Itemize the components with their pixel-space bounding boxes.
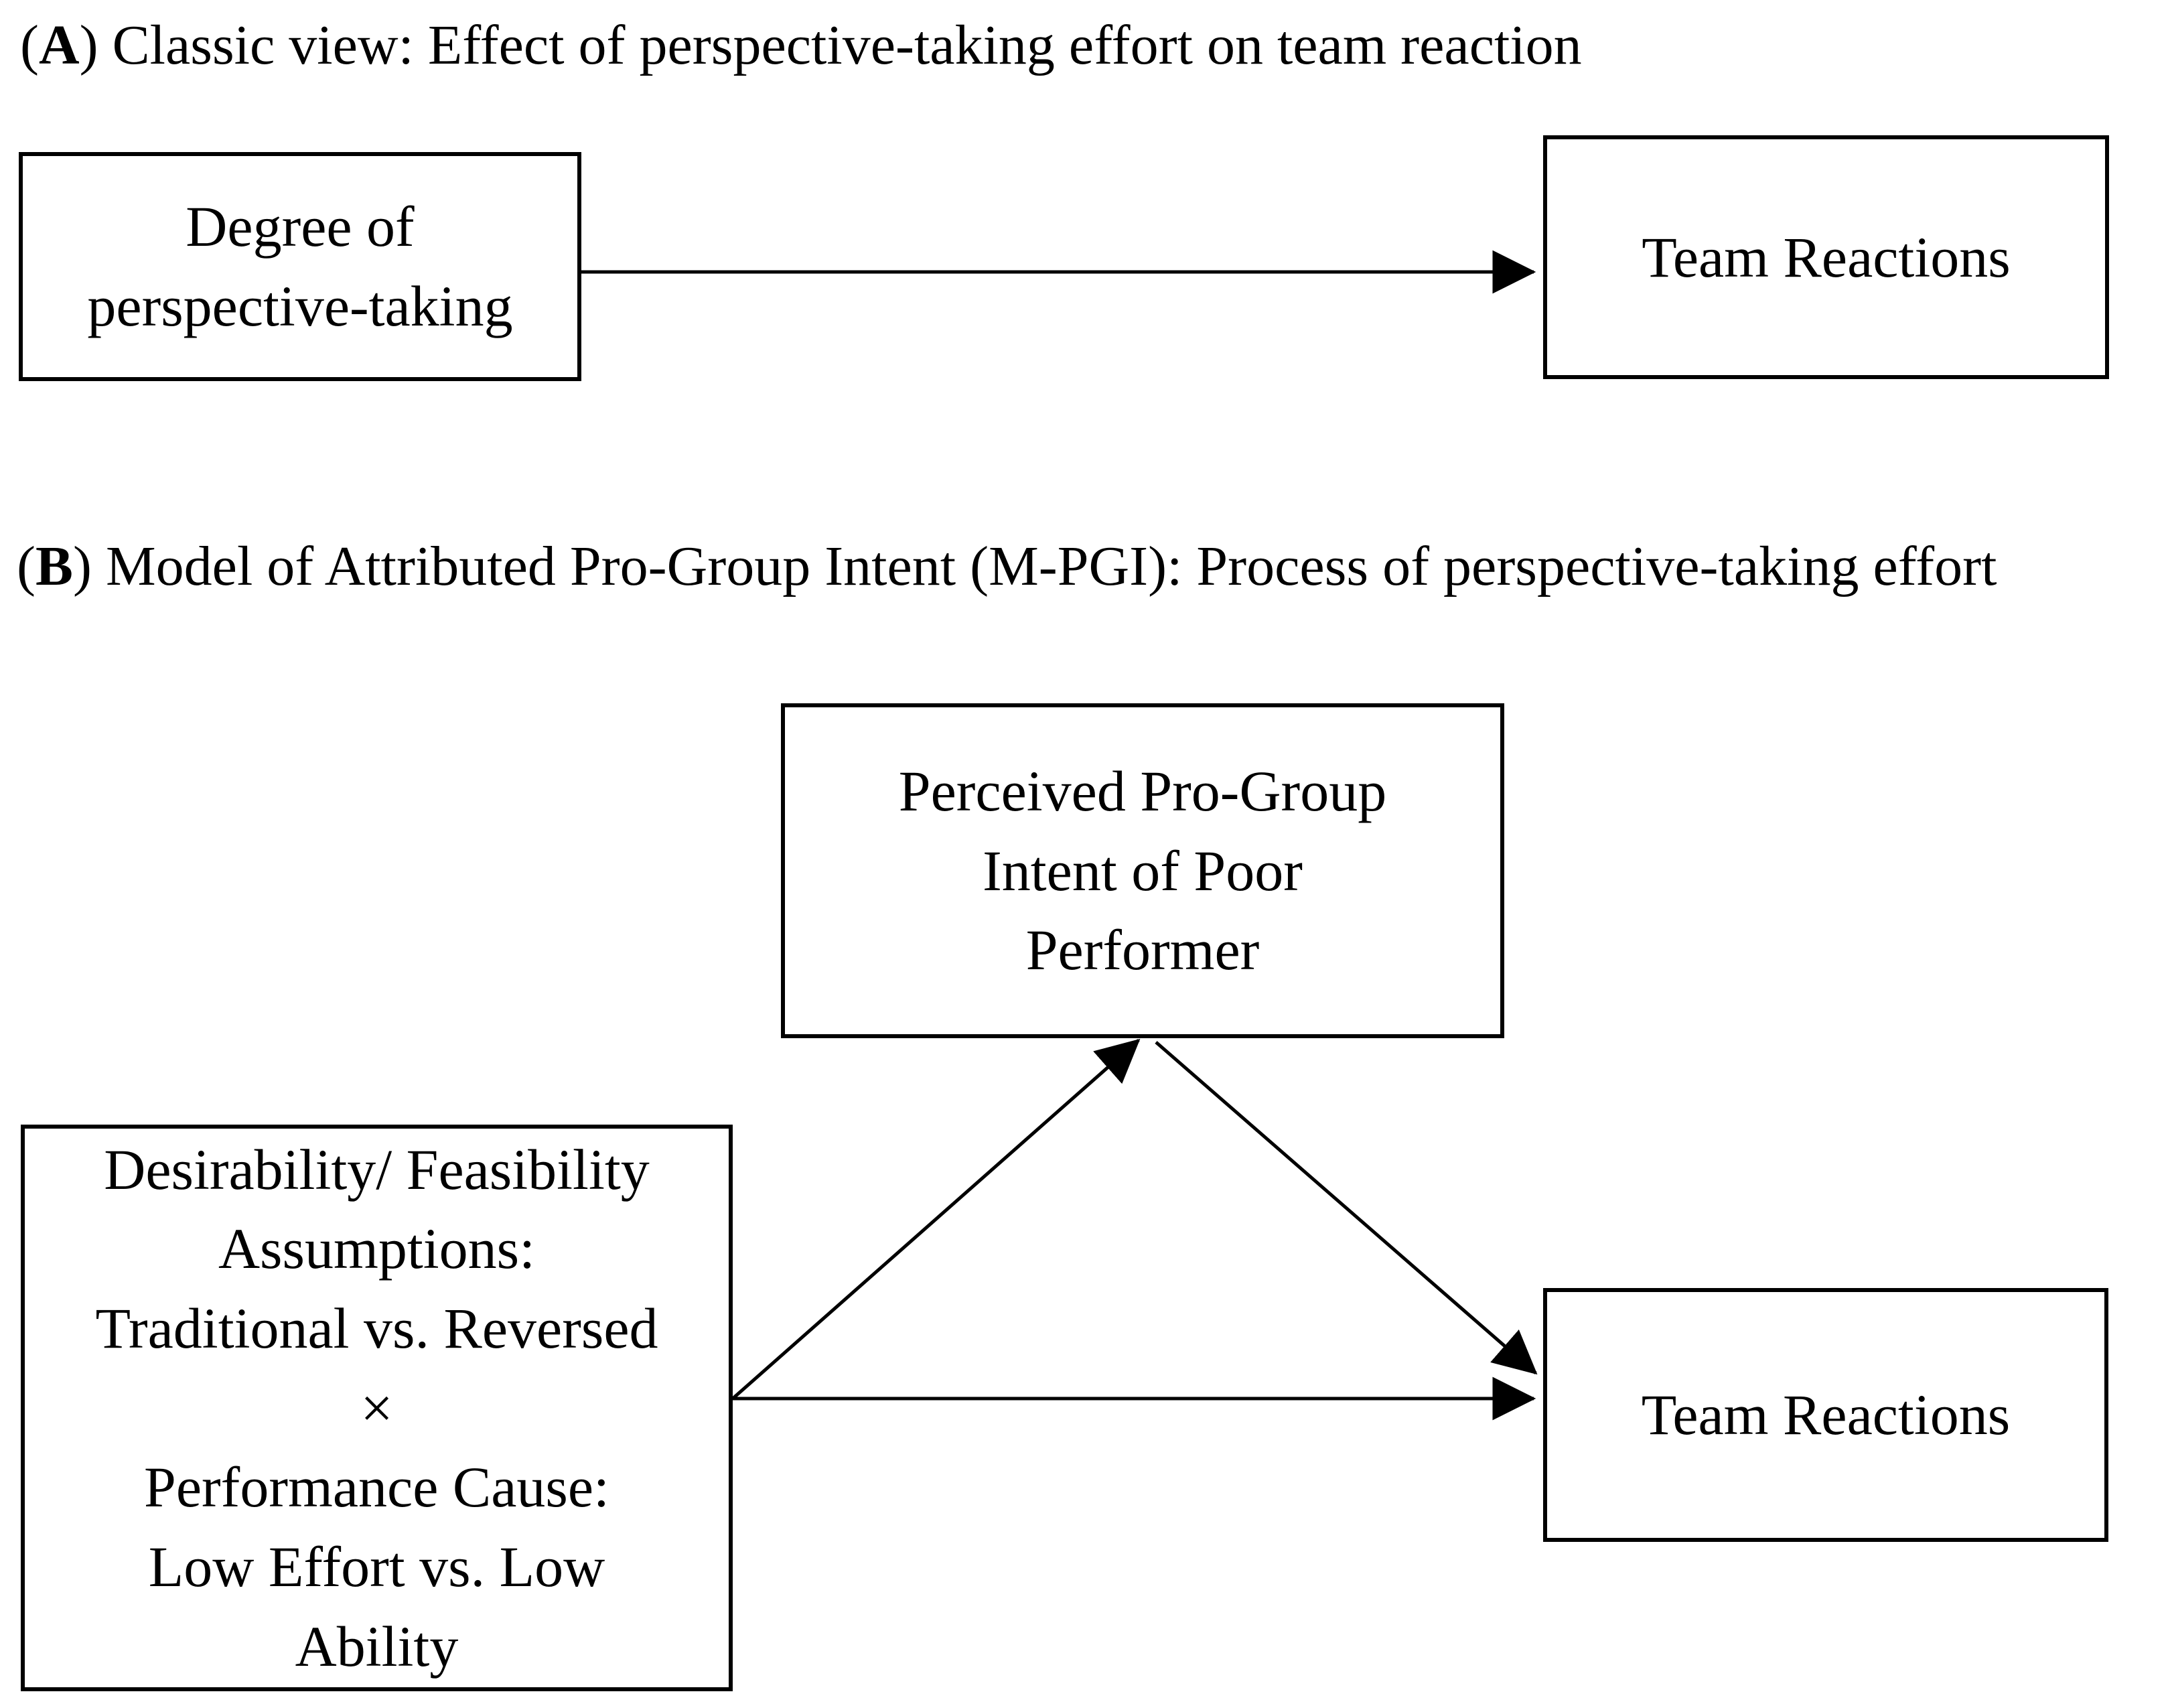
panel-b-mediator-label: Perceived Pro-Group Intent of Poor Perfo… — [898, 758, 1387, 983]
panel-b-title-rest: ) Model of Attributed Pro-Group Intent (… — [73, 535, 1997, 597]
panel-b-title-open: ( — [17, 535, 35, 597]
panel-a-title-rest: ) Classic view: Effect of perspective-ta… — [79, 14, 1582, 76]
panel-b-title-letter: B — [35, 535, 74, 597]
arrow-b-predictor-to-mediator — [731, 1038, 1141, 1400]
panel-a-title: (A) Classic view: Effect of perspective-… — [20, 13, 1582, 78]
panel-a-predictor-label: Degree of perspective-taking — [87, 194, 513, 338]
panel-b-outcome-label: Team Reactions — [1641, 1382, 2011, 1447]
panel-a-title-open: ( — [20, 14, 39, 76]
panel-a-predictor-box: Degree of perspective-taking — [19, 152, 581, 381]
arrow-b-mediator-to-outcome — [1155, 1041, 1538, 1375]
panel-b-title: (B) Model of Attributed Pro-Group Intent… — [17, 535, 1997, 599]
panel-b-predictor-label: Desirability/ Feasibility Assumptions: T… — [95, 1137, 658, 1679]
panel-b-outcome-box: Team Reactions — [1543, 1288, 2108, 1542]
panel-a-outcome-label: Team Reactions — [1642, 224, 2011, 289]
panel-b-predictor-box: Desirability/ Feasibility Assumptions: T… — [21, 1125, 733, 1691]
panel-a-outcome-box: Team Reactions — [1543, 135, 2109, 379]
panel-a-title-letter: A — [38, 14, 80, 76]
panel-b-mediator-box: Perceived Pro-Group Intent of Poor Perfo… — [781, 703, 1504, 1038]
